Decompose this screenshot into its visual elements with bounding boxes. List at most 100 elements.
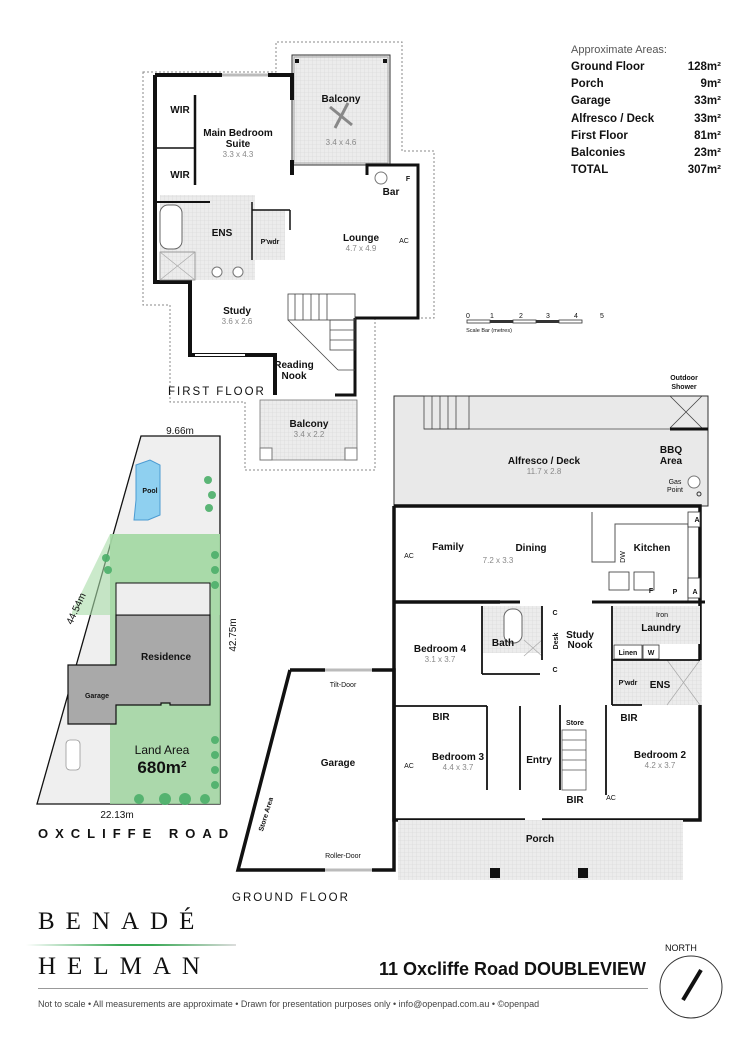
area-row: Alfresco / Deck 33m² bbox=[571, 111, 721, 128]
pantry-label: P bbox=[673, 589, 678, 596]
footer-disclaimer: Not to scale • All measurements are appr… bbox=[38, 999, 540, 1009]
area-label: Garage bbox=[571, 95, 611, 108]
site-garage-label: Garage bbox=[85, 693, 109, 700]
room-label-powder: P'wdr bbox=[261, 239, 280, 246]
ceiling-fan-icon bbox=[329, 102, 353, 129]
scale-bar-label: Scale Bar (metres) bbox=[466, 328, 512, 334]
site-dim-top: 9.66m bbox=[166, 426, 194, 437]
gas-point-label-1: Gas bbox=[669, 479, 682, 486]
room-label-reading: Reading bbox=[274, 360, 313, 371]
area-row: Garage 33m² bbox=[571, 93, 721, 110]
car-icon bbox=[65, 739, 81, 771]
room-label-porch: Porch bbox=[526, 834, 554, 845]
area-label: Ground Floor bbox=[571, 61, 645, 73]
outdoor-shower-label-1: Outdoor bbox=[670, 375, 698, 382]
room-dim-balcony-bottom: 3.4 x 2.2 bbox=[294, 430, 325, 439]
room-label-ens: ENS bbox=[212, 228, 233, 239]
room-label-laundry: Laundry bbox=[641, 623, 681, 634]
first-floor-plan: WIR WIR Main Bedroom Suite 3.3 x 4.3 Bal… bbox=[142, 41, 435, 471]
room-dim-main-bedroom: 3.3 x 4.3 bbox=[223, 150, 254, 159]
appliance-label-a1: A bbox=[694, 517, 699, 524]
room-label-bbq: BBQ bbox=[660, 445, 682, 456]
scale-tick-2: 2 bbox=[519, 313, 523, 320]
area-value: 33m² bbox=[694, 112, 721, 125]
gas-point-label-2: Point bbox=[667, 487, 683, 494]
ground-floor-title: GROUND FLOOR bbox=[232, 892, 350, 904]
brand-logo-line-1: BENADÉ bbox=[38, 908, 206, 935]
area-value: 23m² bbox=[694, 146, 721, 159]
dishwasher-label: DW bbox=[620, 551, 627, 563]
room-label-store: Store bbox=[566, 720, 584, 727]
room-label-family: Family bbox=[432, 542, 464, 553]
ground-floor-plan: Outdoor Shower Alfresco / Deck 11.7 x 2.… bbox=[235, 375, 709, 880]
scale-tick-3: 3 bbox=[546, 313, 550, 320]
room-label-dining: Dining bbox=[515, 543, 546, 554]
room-dim-family: 7.2 x 3.3 bbox=[483, 556, 514, 565]
area-label: Balconies bbox=[571, 146, 626, 159]
room-label-balcony-bottom: Balcony bbox=[290, 419, 329, 430]
area-label: First Floor bbox=[571, 129, 628, 142]
footer-divider bbox=[38, 988, 648, 989]
ac-label-family: AC bbox=[404, 553, 414, 560]
room-label-wir-1: WIR bbox=[170, 105, 190, 116]
tilt-door-label: Tilt-Door bbox=[330, 682, 357, 689]
room-label-bedroom-3: Bedroom 3 bbox=[432, 752, 485, 763]
room-label-nook: Nook bbox=[282, 371, 307, 382]
room-label-entry: Entry bbox=[526, 755, 552, 766]
road-name: OXCLIFFE ROAD bbox=[38, 826, 236, 841]
pool-label: Pool bbox=[142, 488, 157, 495]
area-label: Alfresco / Deck bbox=[571, 112, 655, 125]
room-dim-bedroom-3: 4.4 x 3.7 bbox=[443, 763, 474, 772]
areas-title: Approximate Areas: bbox=[571, 44, 667, 56]
room-dim-bedroom-4: 3.1 x 3.7 bbox=[425, 655, 456, 664]
room-dim-bedroom-2: 4.2 x 3.7 bbox=[645, 761, 676, 770]
room-label-bir-bedroom-3: BIR bbox=[432, 712, 450, 723]
washer-label: W bbox=[648, 650, 655, 657]
room-label-study-nook-2: Nook bbox=[568, 640, 593, 651]
area-value: 128m² bbox=[687, 61, 721, 73]
desk-label: Desk bbox=[553, 633, 560, 650]
room-label-wir-2: WIR bbox=[170, 170, 190, 181]
tree-icons bbox=[102, 476, 219, 805]
land-area-value: 680m² bbox=[137, 758, 186, 777]
property-address: 11 Oxcliffe Road DOUBLEVIEW bbox=[378, 959, 646, 979]
brand-logo-line-2: HELMAN bbox=[38, 953, 211, 980]
scale-tick-0: 0 bbox=[466, 313, 470, 320]
north-arrow-icon bbox=[659, 955, 723, 1019]
room-dim-alfresco: 11.7 x 2.8 bbox=[527, 467, 562, 476]
ac-label: AC bbox=[399, 238, 409, 245]
approximate-areas-table: Approximate Areas: Ground Floor 128m² Por… bbox=[571, 44, 721, 179]
outdoor-shower-label-2: Shower bbox=[671, 384, 697, 391]
fridge-label: F bbox=[406, 176, 411, 183]
room-label-lounge: Lounge bbox=[343, 233, 380, 244]
room-label-bbq-area: Area bbox=[660, 456, 683, 467]
area-value: 33m² bbox=[694, 95, 721, 108]
ac-label-bedroom-3: AC bbox=[404, 763, 414, 770]
ac-label-bedroom-2: AC bbox=[606, 795, 616, 802]
cupboard-label-1: C bbox=[552, 610, 557, 617]
room-label-powder-ground: P'wdr bbox=[619, 680, 638, 687]
iron-label: Iron bbox=[656, 612, 668, 619]
scale-bar: 0 1 2 3 4 5 Scale Bar (metres) bbox=[466, 313, 604, 334]
cupboard-label-2: C bbox=[552, 667, 557, 674]
area-label: TOTAL bbox=[571, 164, 609, 177]
room-label-kitchen: Kitchen bbox=[634, 543, 671, 554]
area-value: 307m² bbox=[687, 164, 721, 177]
room-label-alfresco: Alfresco / Deck bbox=[508, 456, 581, 467]
room-label-bir-entry: BIR bbox=[566, 795, 584, 806]
room-label-main-bedroom-suite: Suite bbox=[226, 139, 251, 150]
site-dim-bottom: 22.13m bbox=[100, 810, 133, 821]
area-value: 9m² bbox=[700, 78, 721, 91]
room-label-garage: Garage bbox=[321, 758, 356, 769]
room-label-bar: Bar bbox=[383, 187, 400, 198]
north-label: NORTH bbox=[665, 943, 697, 953]
site-plan: Pool Residence Garage 9.66m 44.54m 42.75… bbox=[36, 426, 239, 821]
room-label-bedroom-4: Bedroom 4 bbox=[414, 644, 467, 655]
scale-tick-1: 1 bbox=[490, 313, 494, 320]
fridge-label-ground: F bbox=[649, 588, 654, 595]
room-label-study: Study bbox=[223, 306, 251, 317]
brand-divider bbox=[26, 944, 236, 946]
room-dim-study: 3.6 x 2.6 bbox=[222, 317, 253, 326]
